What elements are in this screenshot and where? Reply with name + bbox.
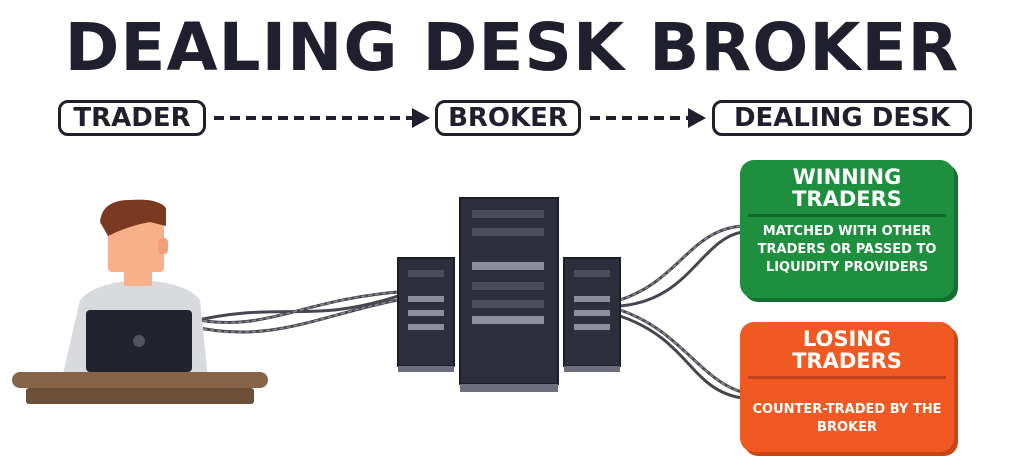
server-rack-icon <box>397 197 621 392</box>
flow-step-broker: BROKER <box>435 100 581 136</box>
cables <box>188 224 744 400</box>
winning-heading-line2: TRADERS <box>792 187 902 211</box>
flow-step-dealing-desk: DEALING DESK <box>712 100 972 136</box>
winning-traders-description: MATCHED WITH OTHER TRADERS OR PASSED TO … <box>757 224 937 275</box>
losing-traders-box: LOSING TRADERS COUNTER-TRADED BY THE BRO… <box>740 322 954 452</box>
arrow-broker-to-dealing-desk <box>590 108 706 128</box>
losing-traders-heading: LOSING TRADERS <box>740 322 954 372</box>
losing-heading-line2: TRADERS <box>792 349 902 373</box>
flow-step-trader: TRADER <box>58 100 206 136</box>
losing-traders-description: COUNTER-TRADED BY THE BROKER <box>752 402 942 435</box>
losing-heading-line1: LOSING <box>802 327 892 351</box>
arrow-trader-to-broker <box>214 108 430 128</box>
trader-at-laptop-icon <box>12 199 268 404</box>
winning-traders-box: WINNING TRADERS MATCHED WITH OTHER TRADE… <box>740 160 954 298</box>
winning-divider <box>748 214 946 217</box>
winning-traders-heading: WINNING TRADERS <box>740 160 954 210</box>
page-title: DEALING DESK BROKER <box>64 9 960 86</box>
winning-heading-line1: WINNING <box>792 165 902 189</box>
losing-divider <box>748 376 946 379</box>
flow-arrows <box>214 108 706 128</box>
